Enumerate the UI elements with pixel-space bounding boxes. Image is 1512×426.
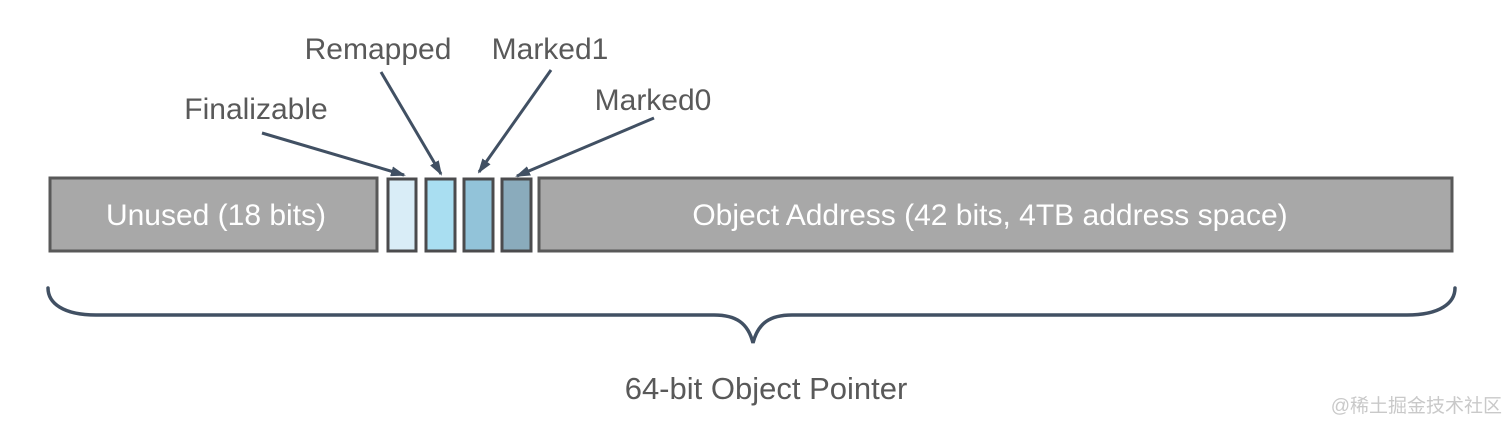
finalizable-bit [386,177,418,253]
remapped-arrow [379,71,443,176]
watermark: @稀土掘金技术社区 [1331,395,1502,417]
unused-segment [48,176,379,253]
marked0-arrow [515,116,655,178]
remapped-bit [424,177,457,253]
marked0-bit [500,177,533,253]
marked1-callout-label: Marked1 [492,33,609,66]
marked1-arrow [477,69,553,174]
marked1-bit [462,177,495,253]
object-address-segment [537,176,1454,253]
remapped-callout-label: Remapped [305,33,452,66]
underbrace [46,286,1457,344]
object-address-segment-label: Object Address (42 bits, 4TB address spa… [692,199,1287,232]
diagram-caption: 64-bit Object Pointer [625,371,908,406]
marked0-callout-label: Marked0 [595,84,712,117]
finalizable-callout-label: Finalizable [184,93,327,126]
finalizable-arrow [261,131,406,177]
unused-segment-label: Unused (18 bits) [106,199,326,232]
